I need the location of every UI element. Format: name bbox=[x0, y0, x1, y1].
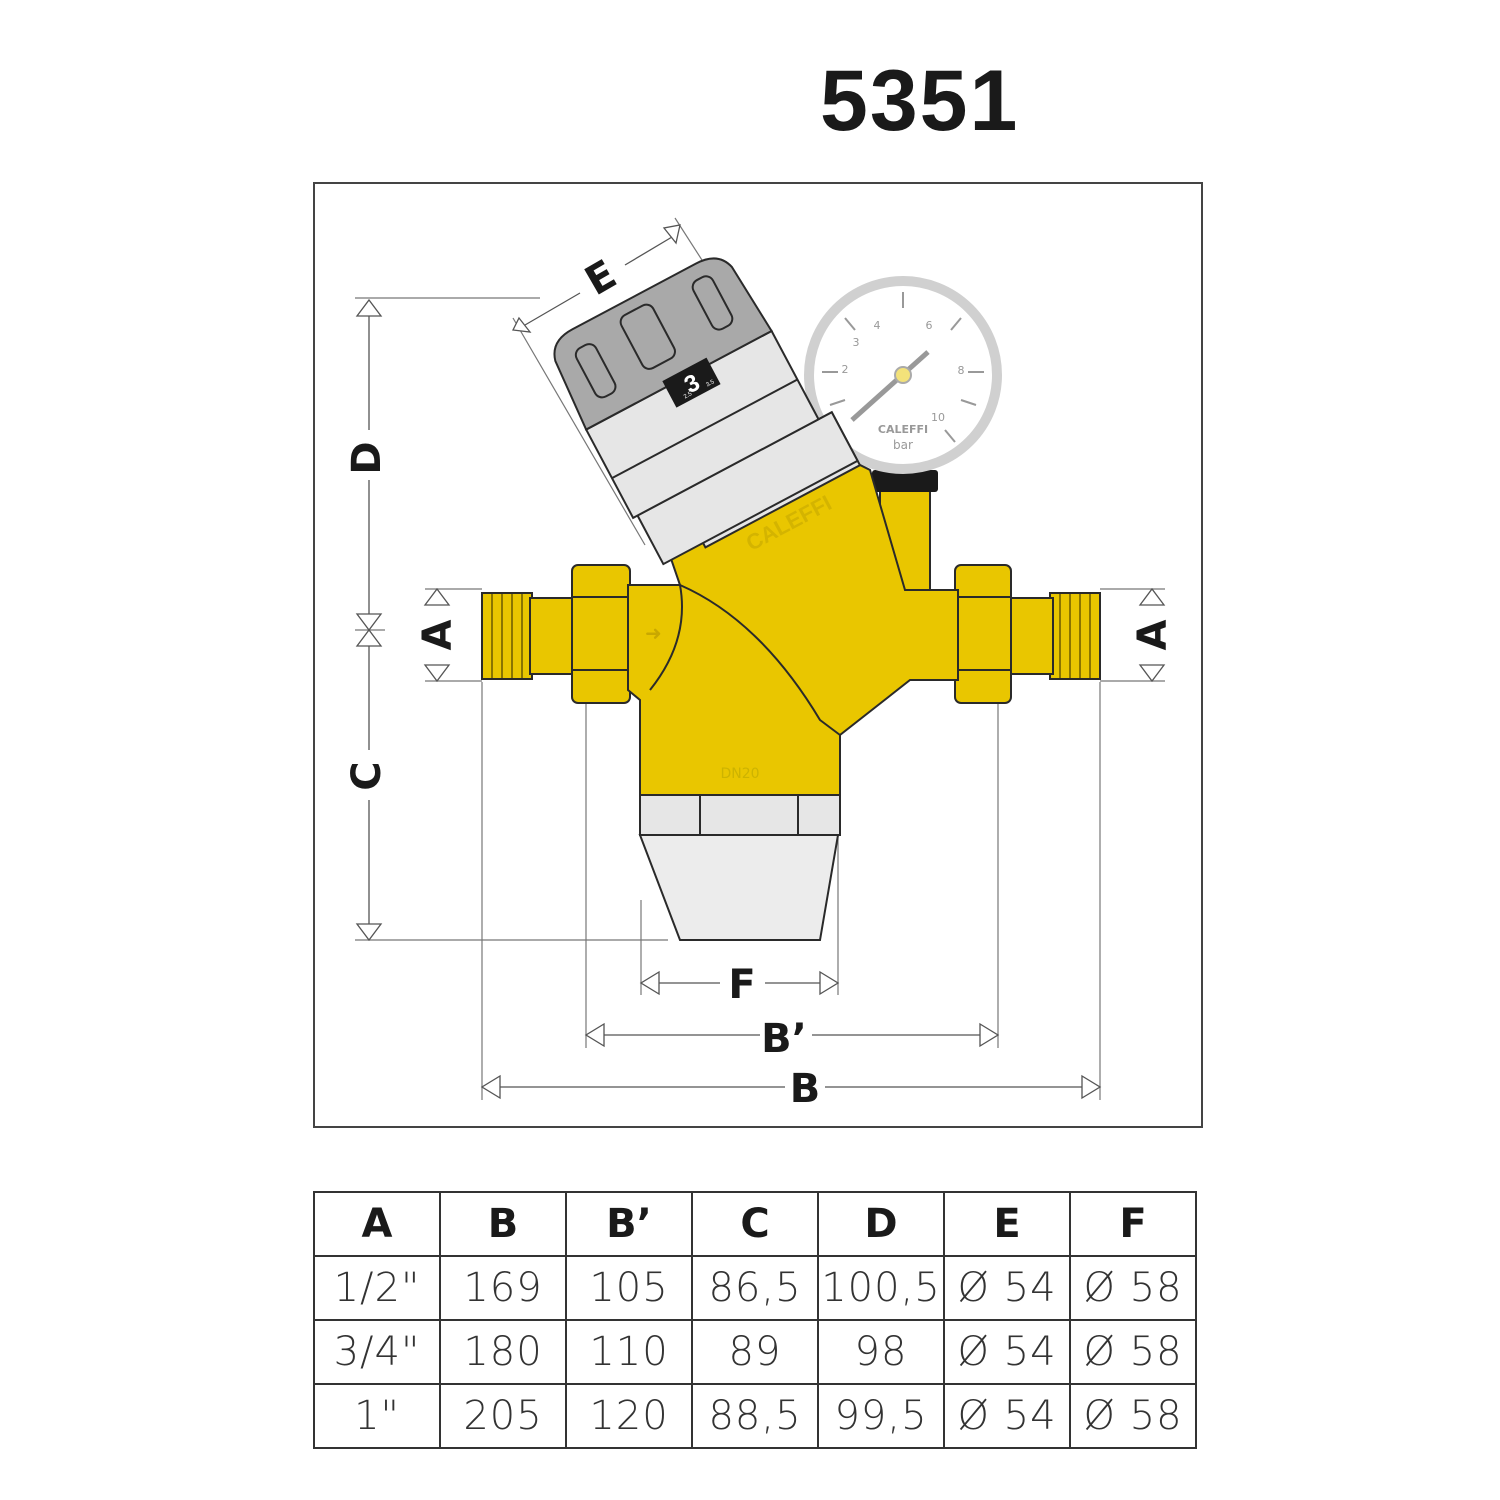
label-a-right: A bbox=[1130, 619, 1176, 650]
cell: 1/2" bbox=[313, 1255, 441, 1321]
cell: Ø 58 bbox=[1069, 1255, 1197, 1321]
bowl-nut bbox=[639, 794, 841, 836]
cell: 1" bbox=[313, 1383, 441, 1449]
dimension-b: B bbox=[480, 1066, 1102, 1112]
col-e: E bbox=[943, 1191, 1071, 1257]
col-d: D bbox=[817, 1191, 945, 1257]
flow-arrow-icon: ➜ bbox=[645, 621, 662, 645]
label-c: C bbox=[344, 761, 390, 790]
gauge-tick-8: 8 bbox=[958, 364, 965, 377]
gauge-unit: bar bbox=[893, 438, 913, 452]
gauge-tick-10: 10 bbox=[931, 411, 945, 424]
valve: ➜ DN20 3 2.5 3.5 CALEFFI bbox=[481, 257, 1101, 941]
cell: 180 bbox=[439, 1319, 567, 1385]
label-d: D bbox=[344, 441, 390, 474]
cell: 100,5 bbox=[817, 1255, 945, 1321]
col-f: F bbox=[1069, 1191, 1197, 1257]
dimension-f: F bbox=[639, 962, 840, 1008]
dimension-d: D bbox=[344, 298, 390, 632]
cell: Ø 54 bbox=[943, 1255, 1071, 1321]
product-code-title: 5351 bbox=[820, 53, 1020, 149]
cell: Ø 58 bbox=[1069, 1319, 1197, 1385]
cell: 98 bbox=[817, 1319, 945, 1385]
gauge-tick-3: 3 bbox=[853, 336, 860, 349]
label-b: B bbox=[790, 1066, 821, 1112]
cell: 3/4" bbox=[313, 1319, 441, 1385]
gauge-brand: CALEFFI bbox=[878, 423, 928, 436]
dimension-a-left: A bbox=[415, 587, 461, 683]
knob-mark-low: 2.5 bbox=[683, 391, 694, 401]
cell: 88,5 bbox=[691, 1383, 819, 1449]
label-e: E bbox=[578, 252, 625, 306]
gauge-tick-6: 6 bbox=[926, 319, 933, 332]
cell: 205 bbox=[439, 1383, 567, 1449]
cell: 89 bbox=[691, 1319, 819, 1385]
col-c: C bbox=[691, 1191, 819, 1257]
left-union-nut bbox=[571, 564, 631, 704]
right-union-nut bbox=[954, 564, 1012, 704]
cell: 105 bbox=[565, 1255, 693, 1321]
gauge-needle bbox=[850, 350, 930, 422]
extension-lines bbox=[355, 217, 1165, 1100]
dimension-c: C bbox=[344, 628, 390, 942]
label-a-left: A bbox=[415, 619, 461, 650]
label-b-prime: B’ bbox=[761, 1016, 807, 1062]
adjustment-knob: 3 2.5 3.5 CALEFFI bbox=[553, 257, 862, 566]
drawing-frame bbox=[313, 182, 1203, 1128]
cell: 99,5 bbox=[817, 1383, 945, 1449]
cell: 169 bbox=[439, 1255, 567, 1321]
label-f: F bbox=[728, 962, 755, 1008]
size-mark: DN20 bbox=[720, 766, 759, 782]
knob-mark-high: 3.5 bbox=[705, 379, 716, 389]
col-b-prime: B’ bbox=[565, 1191, 693, 1257]
gauge-tick-4: 4 bbox=[874, 319, 881, 332]
col-a: A bbox=[313, 1191, 441, 1257]
cell: 120 bbox=[565, 1383, 693, 1449]
gauge-tick-2: 2 bbox=[842, 363, 849, 376]
cell: Ø 54 bbox=[943, 1383, 1071, 1449]
cell: Ø 54 bbox=[943, 1319, 1071, 1385]
dimension-b-prime: B’ bbox=[584, 1016, 1000, 1062]
filter-bowl bbox=[638, 834, 840, 941]
col-b: B bbox=[439, 1191, 567, 1257]
cell: 86,5 bbox=[691, 1255, 819, 1321]
right-thread bbox=[1049, 592, 1101, 680]
cell: 110 bbox=[565, 1319, 693, 1385]
left-thread bbox=[481, 592, 533, 680]
dimension-a-right: A bbox=[1130, 587, 1176, 683]
table-header-row: A B B’ C D E F bbox=[313, 1191, 1197, 1257]
cell: Ø 58 bbox=[1069, 1383, 1197, 1449]
